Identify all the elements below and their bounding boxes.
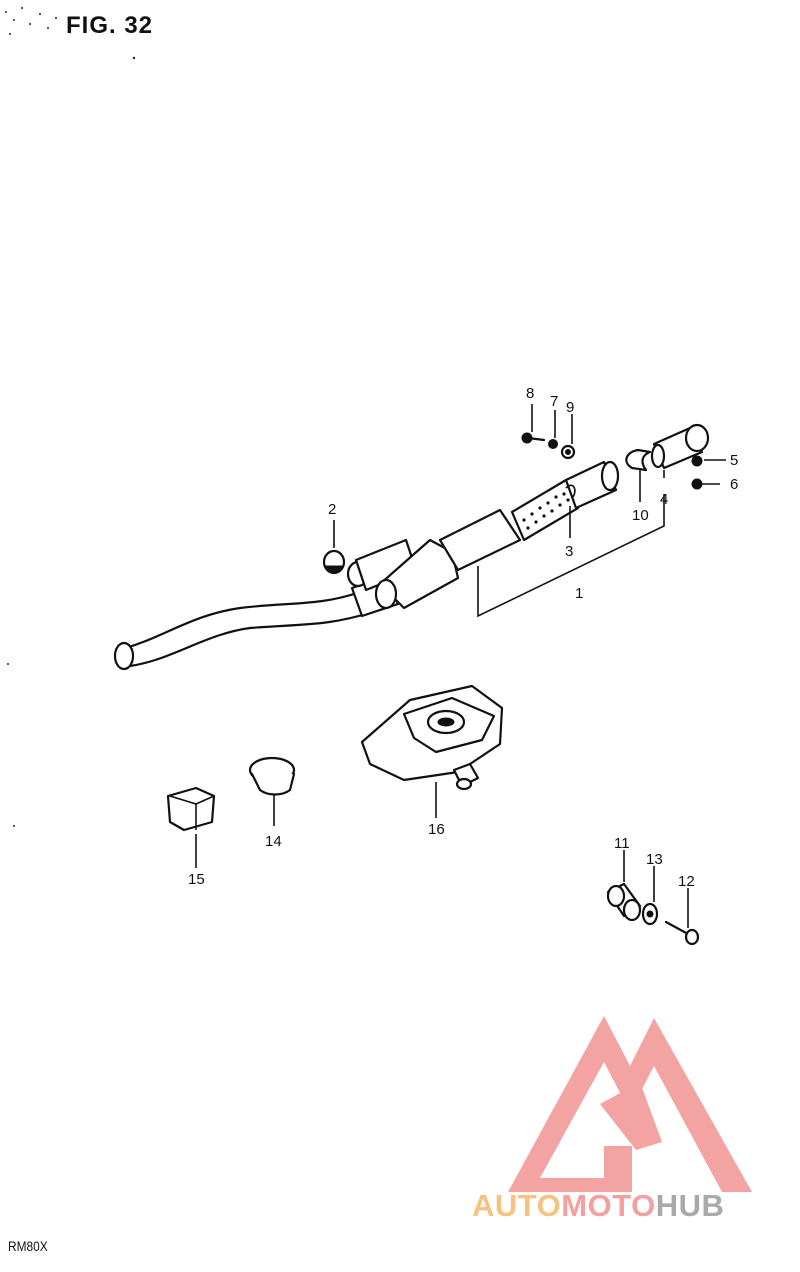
spacer-11	[606, 850, 642, 922]
model-code: RM80X	[8, 1238, 48, 1254]
callout-1: 1	[575, 585, 583, 602]
callout-7: 7	[550, 393, 558, 410]
callout-5: 5	[730, 452, 738, 469]
callout-labels: 1 2 3 4 5 6 7 8 9 10 11 12 13 14 15 16	[188, 385, 738, 890]
callout-12: 12	[678, 873, 695, 890]
heat-guard-16	[360, 684, 504, 818]
callout-13: 13	[646, 851, 663, 868]
bolt-12	[664, 888, 700, 946]
callout-14: 14	[265, 833, 282, 850]
clip-10	[625, 448, 652, 472]
scan-noise	[5, 7, 136, 827]
watermark-hub: HUB	[655, 1188, 725, 1223]
bolt-8	[521, 432, 546, 444]
callout-9: 9	[566, 399, 574, 416]
watermark-logo-icon	[508, 1016, 752, 1192]
watermark-moto: MOTO	[561, 1188, 656, 1223]
callout-2: 2	[328, 501, 336, 518]
screw-6	[691, 478, 720, 490]
callout-15: 15	[188, 871, 205, 888]
callout-16: 16	[428, 821, 445, 838]
exhaust-pipe-assembly	[113, 460, 620, 671]
end-cap-4	[650, 423, 710, 470]
nut-9	[560, 444, 576, 460]
rubber-block-15	[166, 786, 216, 868]
callout-6: 6	[730, 476, 738, 493]
washer-7	[548, 439, 558, 449]
callout-11: 11	[614, 835, 630, 852]
callout-10: 10	[632, 507, 649, 524]
washer-5	[691, 455, 703, 467]
callout-3: 3	[565, 543, 573, 560]
callout-4: 4	[660, 491, 668, 508]
watermark-text: AUTOMOTOHUB	[472, 1188, 724, 1224]
watermark-auto: AUTO	[472, 1188, 562, 1223]
callout-8: 8	[526, 385, 534, 402]
grommet-2	[322, 549, 346, 575]
figure-title: FIG. 32	[66, 12, 154, 39]
leader-lines	[333, 404, 726, 618]
washer-13	[641, 866, 659, 926]
rubber-bumper-14	[248, 756, 296, 826]
